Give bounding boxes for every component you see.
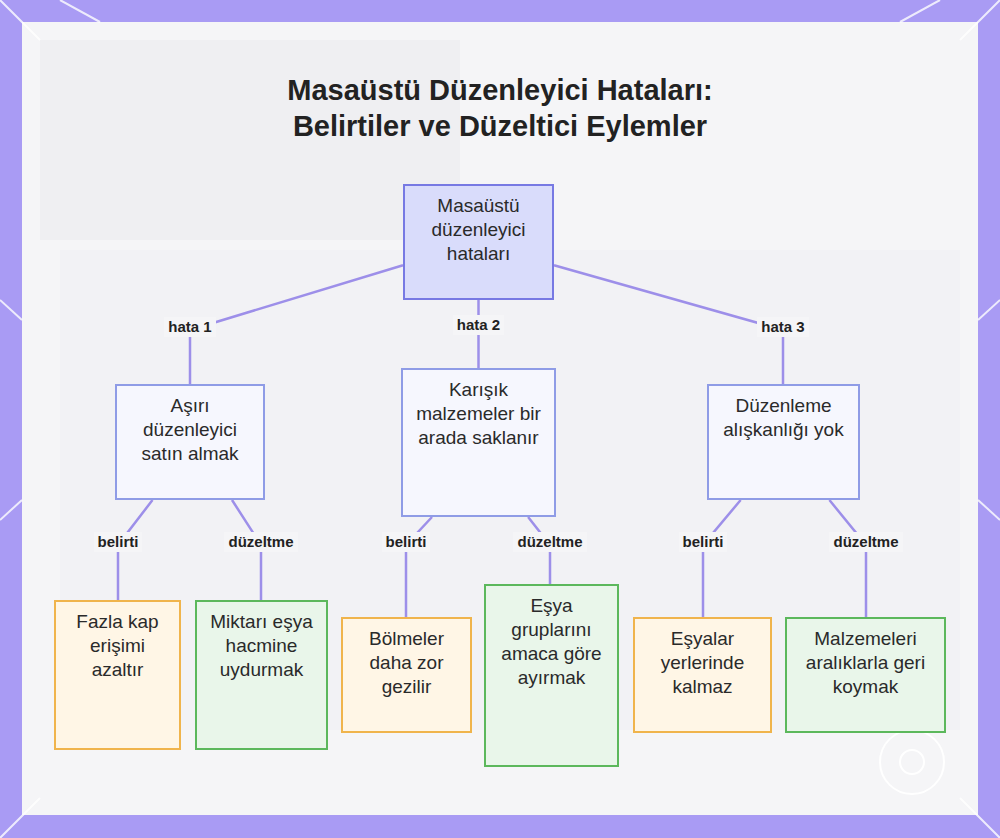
node-text: Aşırı düzenleyici satın almak <box>123 394 257 466</box>
edge-label: hata 1 <box>164 317 215 337</box>
node-text: Malzemeleri aralıklarla geri koymak <box>793 627 938 699</box>
node-text: Masaüstü düzenleyici hataları <box>411 194 546 266</box>
error-box: Aşırı düzenleyici satın almak <box>115 384 265 500</box>
edge-label: düzeltme <box>513 532 586 552</box>
node-text: Eşyalar yerlerinde kalmaz <box>641 627 764 699</box>
connector-line <box>554 265 783 384</box>
logo-mark <box>880 730 944 794</box>
connector-line <box>190 265 403 384</box>
page-ground <box>22 22 978 815</box>
edge-label: hata 3 <box>757 317 808 337</box>
fix-box: Eşya gruplarını amaca göre ayırmak <box>484 584 619 767</box>
connector-line <box>703 500 741 617</box>
edge-label: belirti <box>679 532 728 552</box>
node-text: Düzenleme alışkanlığı yok <box>715 394 852 442</box>
edge-label: hata 2 <box>453 315 504 335</box>
node-text: Bölmeler daha zor gezilir <box>349 627 464 699</box>
symptom-box: Fazla kap erişimi azaltır <box>54 600 181 750</box>
node-text: Eşya gruplarını amaca göre ayırmak <box>492 594 611 690</box>
edge-label: belirti <box>382 532 431 552</box>
edge-label: belirti <box>94 532 143 552</box>
node-text: Fazla kap erişimi azaltır <box>62 610 173 682</box>
connector-line <box>829 500 866 617</box>
edge-label: düzeltme <box>224 532 297 552</box>
symptom-box: Bölmeler daha zor gezilir <box>341 617 472 733</box>
symptom-box: Eşyalar yerlerinde kalmaz <box>633 617 772 733</box>
node-text: Karışık malzemeler bir arada saklanır <box>409 378 548 450</box>
diagram-title: Masaüstü Düzenleyici Hataları: Belirtile… <box>240 72 760 144</box>
error-box: Düzenleme alışkanlığı yok <box>707 384 860 500</box>
fix-box: Miktarı eşya hacmine uydurmak <box>195 600 328 750</box>
error-box: Karışık malzemeler bir arada saklanır <box>401 368 556 517</box>
node-text: Miktarı eşya hacmine uydurmak <box>203 610 320 682</box>
fix-box: Malzemeleri aralıklarla geri koymak <box>785 617 946 733</box>
edge-label: düzeltme <box>829 532 902 552</box>
root-box: Masaüstü düzenleyici hataları <box>403 184 554 300</box>
